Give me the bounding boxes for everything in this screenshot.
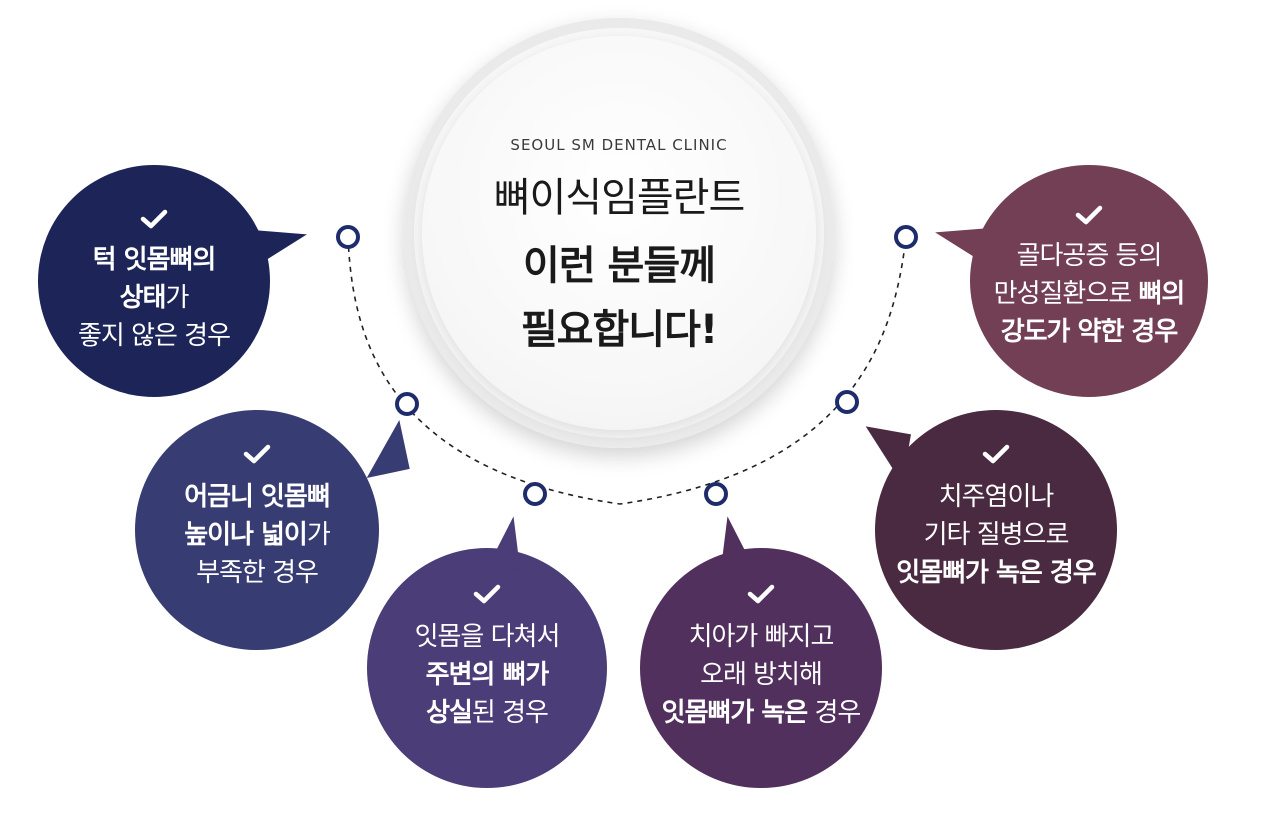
regular-text: 골다공증 등의 <box>1016 241 1163 271</box>
node-3 <box>523 482 547 506</box>
regular-text: 가 <box>306 520 331 550</box>
node-6 <box>894 225 918 249</box>
bold-text: 턱 잇몸뼈의 <box>92 245 217 275</box>
node-4 <box>704 482 728 506</box>
bubble-line: 부족한 경우 <box>135 554 379 592</box>
check-icon <box>1075 205 1103 225</box>
check-icon <box>140 209 168 229</box>
title-line-1: 뼈이식임플란트 <box>493 175 746 221</box>
bold-text: 어금니 잇몸뼈 <box>184 482 331 512</box>
bold-text: 상태 <box>119 283 167 313</box>
bubble-line: 잇몸뼈가 녹은 경우 <box>640 694 882 732</box>
check-icon <box>473 584 501 604</box>
bubble-line: 만성질환으로 뼈의 <box>970 275 1208 313</box>
regular-text: 경우 <box>807 698 861 728</box>
node-5 <box>835 390 859 414</box>
regular-text: 잇몸을 다쳐서 <box>414 622 561 652</box>
bold-text: 상실 <box>426 698 473 728</box>
bubble-tail <box>857 426 911 484</box>
bubble-line: 강도가 약한 경우 <box>970 313 1208 351</box>
node-1 <box>336 225 360 249</box>
bubble-line: 기타 질병으로 <box>875 516 1117 554</box>
bold-text: 잇몸뼈가 녹은 경우 <box>896 558 1096 588</box>
bold-text: 주변의 뼈가 <box>425 660 550 690</box>
bubble-line: 치주염이나 <box>875 478 1117 516</box>
title-line-2: 이런 분들께 <box>523 243 716 289</box>
bubble-line: 오래 방치해 <box>640 656 882 694</box>
check-icon <box>982 444 1010 464</box>
node-2 <box>395 392 419 416</box>
bubble-line: 상실된 경우 <box>367 694 607 732</box>
bubble-line: 잇몸을 다쳐서 <box>367 618 607 656</box>
bubble-line: 골다공증 등의 <box>970 237 1208 275</box>
regular-text: 된 경우 <box>471 698 549 728</box>
regular-text: 치아가 빠지고 <box>688 622 835 652</box>
regular-text: 오래 방치해 <box>700 660 823 690</box>
bold-text: 잇몸뼈가 녹은 <box>661 698 809 728</box>
regular-text: 만성질환으로 <box>993 279 1139 309</box>
bold-text: 강도가 약한 경우 <box>1000 317 1179 347</box>
bubble-line: 잇몸뼈가 녹은 경우 <box>875 554 1117 592</box>
bold-text: 뼈의 <box>1138 279 1185 309</box>
check-icon <box>747 584 775 604</box>
regular-text: 치주염이나 <box>938 482 1055 512</box>
title-line-3: 필요합니다! <box>520 307 718 353</box>
regular-text: 기타 질병으로 <box>923 520 1070 550</box>
bubble-line: 높이나 넓이가 <box>135 516 379 554</box>
bubble-line: 턱 잇몸뼈의 <box>38 241 270 279</box>
regular-text: 좋지 않은 경우 <box>77 321 231 351</box>
bubble-line: 좋지 않은 경우 <box>38 317 270 355</box>
dashed-arc-connector <box>347 236 907 505</box>
center-circle: SEOUL SM DENTAL CLINIC 뼈이식임플란트 이런 분들께 필요… <box>422 36 816 430</box>
bubble-line: 상태가 <box>38 279 270 317</box>
regular-text: 부족한 경우 <box>196 558 319 588</box>
clinic-name: SEOUL SM DENTAL CLINIC <box>510 136 728 154</box>
check-icon <box>243 444 271 464</box>
bubble-line: 주변의 뼈가 <box>367 656 607 694</box>
bubble-line: 치아가 빠지고 <box>640 618 882 656</box>
bubble-line: 어금니 잇몸뼈 <box>135 478 379 516</box>
bold-text: 높이나 넓이 <box>184 520 308 550</box>
regular-text: 가 <box>165 283 189 313</box>
